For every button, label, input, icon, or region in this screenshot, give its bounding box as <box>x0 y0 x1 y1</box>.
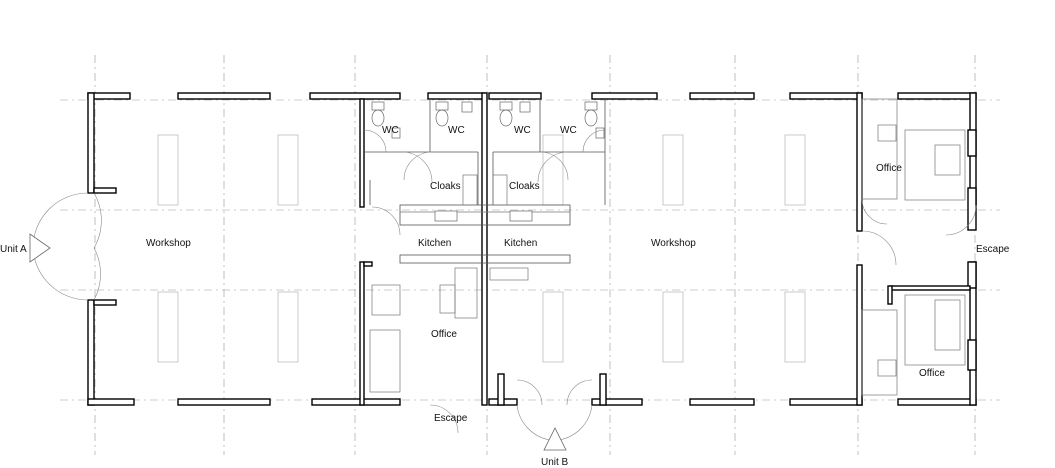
wc-3-label: WC <box>514 125 531 136</box>
wc-2-label: WC <box>448 125 465 136</box>
room-labels: Unit A Unit B Workshop Workshop WC WC WC… <box>0 125 1010 468</box>
unit-b-label: Unit B <box>541 457 569 468</box>
wc-4-label: WC <box>560 125 577 136</box>
workshop-benches <box>157 134 806 363</box>
office-furniture <box>371 98 966 396</box>
office-b-top-label: Office <box>876 163 902 174</box>
walls <box>87 92 977 406</box>
workshop-b-label: Workshop <box>651 238 696 249</box>
escape-right-label: Escape <box>976 244 1010 255</box>
kitchen-a-label: Kitchen <box>418 238 451 249</box>
unit-a-arrow <box>29 233 51 263</box>
door-swings <box>32 192 977 441</box>
escape-bottom-label: Escape <box>434 413 468 424</box>
office-b-bottom-label: Office <box>919 368 945 379</box>
entrance-arrows <box>29 233 567 451</box>
unit-b-arrow <box>543 427 567 451</box>
cloaks-a-label: Cloaks <box>430 181 461 192</box>
core-rooms <box>363 99 606 393</box>
cloaks-b-label: Cloaks <box>509 181 540 192</box>
office-a-label: Office <box>431 329 457 340</box>
wc-1-label: WC <box>382 125 399 136</box>
kitchen-b-label: Kitchen <box>504 238 537 249</box>
workshop-a-label: Workshop <box>146 238 191 249</box>
unit-a-label: Unit A <box>0 244 27 255</box>
